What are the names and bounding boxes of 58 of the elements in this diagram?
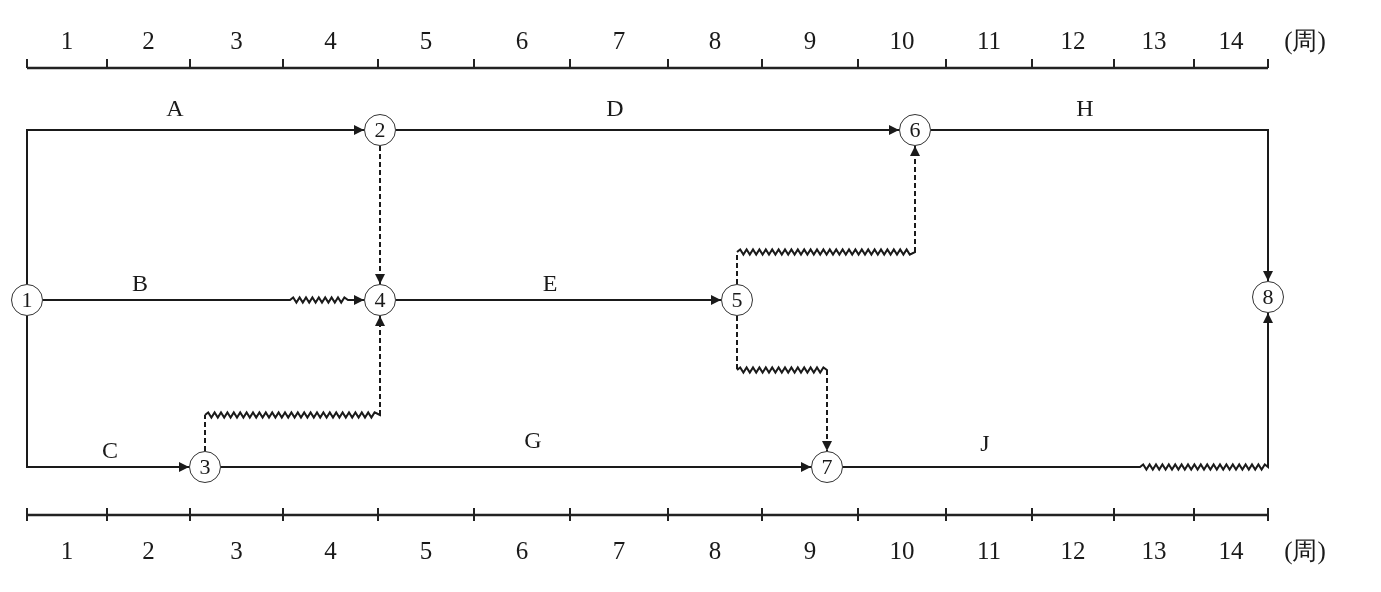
week-number: 14 [1218, 27, 1244, 53]
edge-label: H [1076, 96, 1094, 120]
week-number: 13 [1141, 537, 1167, 563]
event-node: 1 [11, 284, 43, 316]
unit-label: (周) [1284, 27, 1326, 53]
week-number: 7 [612, 27, 626, 53]
edge-label: J [980, 431, 990, 455]
week-number: 6 [515, 27, 529, 53]
week-number: 7 [612, 537, 626, 563]
dummy-arrow [204, 315, 385, 452]
activity-arrow [395, 295, 722, 305]
edge-label: A [166, 96, 184, 120]
dummy-arrow [375, 145, 385, 285]
week-number: 11 [976, 27, 1002, 53]
activity-arrow [26, 315, 190, 472]
event-node: 6 [899, 114, 931, 146]
week-number: 4 [324, 27, 337, 53]
week-number: 10 [889, 27, 915, 53]
activity-arrow [930, 129, 1273, 282]
event-node: 7 [811, 451, 843, 483]
week-number: 4 [324, 537, 337, 563]
week-number: 14 [1218, 537, 1244, 563]
week-number: 8 [708, 27, 722, 53]
week-number: 1 [60, 27, 74, 53]
dummy-arrow [736, 315, 832, 452]
event-node: 8 [1252, 281, 1284, 313]
week-number: 3 [230, 537, 243, 563]
week-number: 9 [803, 27, 817, 53]
week-number: 12 [1060, 537, 1086, 563]
activity-arrow [26, 125, 365, 285]
week-number: 13 [1141, 27, 1167, 53]
event-node: 2 [364, 114, 396, 146]
week-number: 9 [803, 537, 817, 563]
week-number: 11 [976, 537, 1002, 563]
edge-label: B [132, 271, 148, 295]
week-number: 12 [1060, 27, 1086, 53]
unit-label: (周) [1284, 537, 1326, 563]
event-node: 5 [721, 284, 753, 316]
activity-arrow [395, 125, 900, 135]
week-number: 5 [419, 27, 433, 53]
week-number: 10 [889, 537, 915, 563]
week-number: 6 [515, 537, 529, 563]
dummy-arrow [736, 145, 920, 285]
week-number: 2 [142, 537, 155, 563]
week-number: 3 [230, 27, 243, 53]
event-node: 3 [189, 451, 221, 483]
week-number: 5 [419, 537, 433, 563]
week-number: 2 [142, 27, 155, 53]
edge-label: E [542, 271, 558, 295]
event-node: 4 [364, 284, 396, 316]
edge-label: G [524, 428, 542, 452]
activity-arrow [220, 462, 812, 472]
activity-arrow [42, 295, 365, 305]
activity-arrow [842, 312, 1273, 472]
week-number: 1 [60, 537, 74, 563]
edge-label: D [606, 96, 624, 120]
week-number: 8 [708, 537, 722, 563]
edge-label: C [102, 438, 118, 462]
